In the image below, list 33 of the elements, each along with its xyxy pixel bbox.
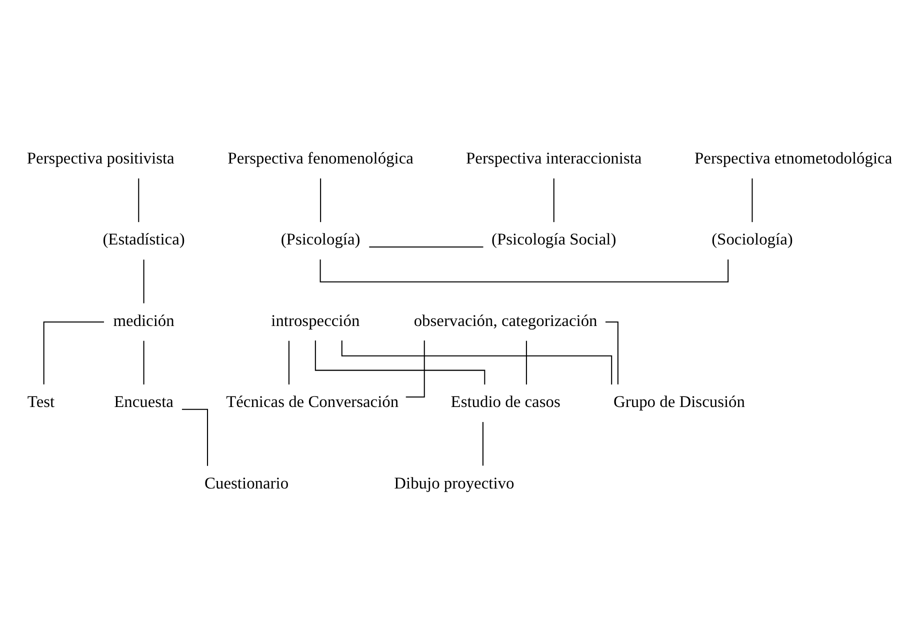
- node-text: observación, categorización: [414, 310, 598, 330]
- node-text: introspección: [271, 310, 360, 330]
- connector: [482, 422, 484, 466]
- connector: [143, 340, 144, 384]
- connector: [143, 260, 144, 304]
- node-text: (Psicología Social): [492, 230, 616, 249]
- node-text: Encuesta: [114, 392, 174, 412]
- node-text: (Sociología): [712, 230, 793, 249]
- connector: [341, 340, 612, 384]
- node-text: Grupo de Discusión: [614, 392, 745, 412]
- node-text: Técnicas de Conversación: [226, 392, 399, 412]
- connector: [752, 178, 753, 222]
- node-text: (Estadística): [102, 230, 185, 249]
- node-text: (Psicología): [280, 230, 360, 249]
- connector: [182, 408, 208, 466]
- node-text: medición: [113, 310, 174, 330]
- connector: [43, 321, 104, 384]
- node-text: Cuestionario: [204, 473, 289, 492]
- connector: [320, 178, 322, 222]
- connector: [369, 246, 484, 248]
- node-text: Perspectiva etnometodológica: [694, 148, 892, 168]
- node-text: Perspectiva interaccionista: [466, 148, 642, 168]
- connector: [406, 340, 425, 398]
- node-text: Dibujo proyectivo: [394, 473, 514, 492]
- connector: [138, 178, 140, 222]
- node-text: Perspectiva fenomenológica: [228, 148, 414, 168]
- connector: [526, 340, 527, 384]
- node-text: Estudio de casos: [450, 392, 560, 412]
- node-text: Test: [27, 392, 55, 412]
- connector: [320, 259, 729, 282]
- node-text: Perspectiva positivista: [26, 148, 174, 168]
- connector: [553, 178, 554, 222]
- connector: [288, 340, 290, 384]
